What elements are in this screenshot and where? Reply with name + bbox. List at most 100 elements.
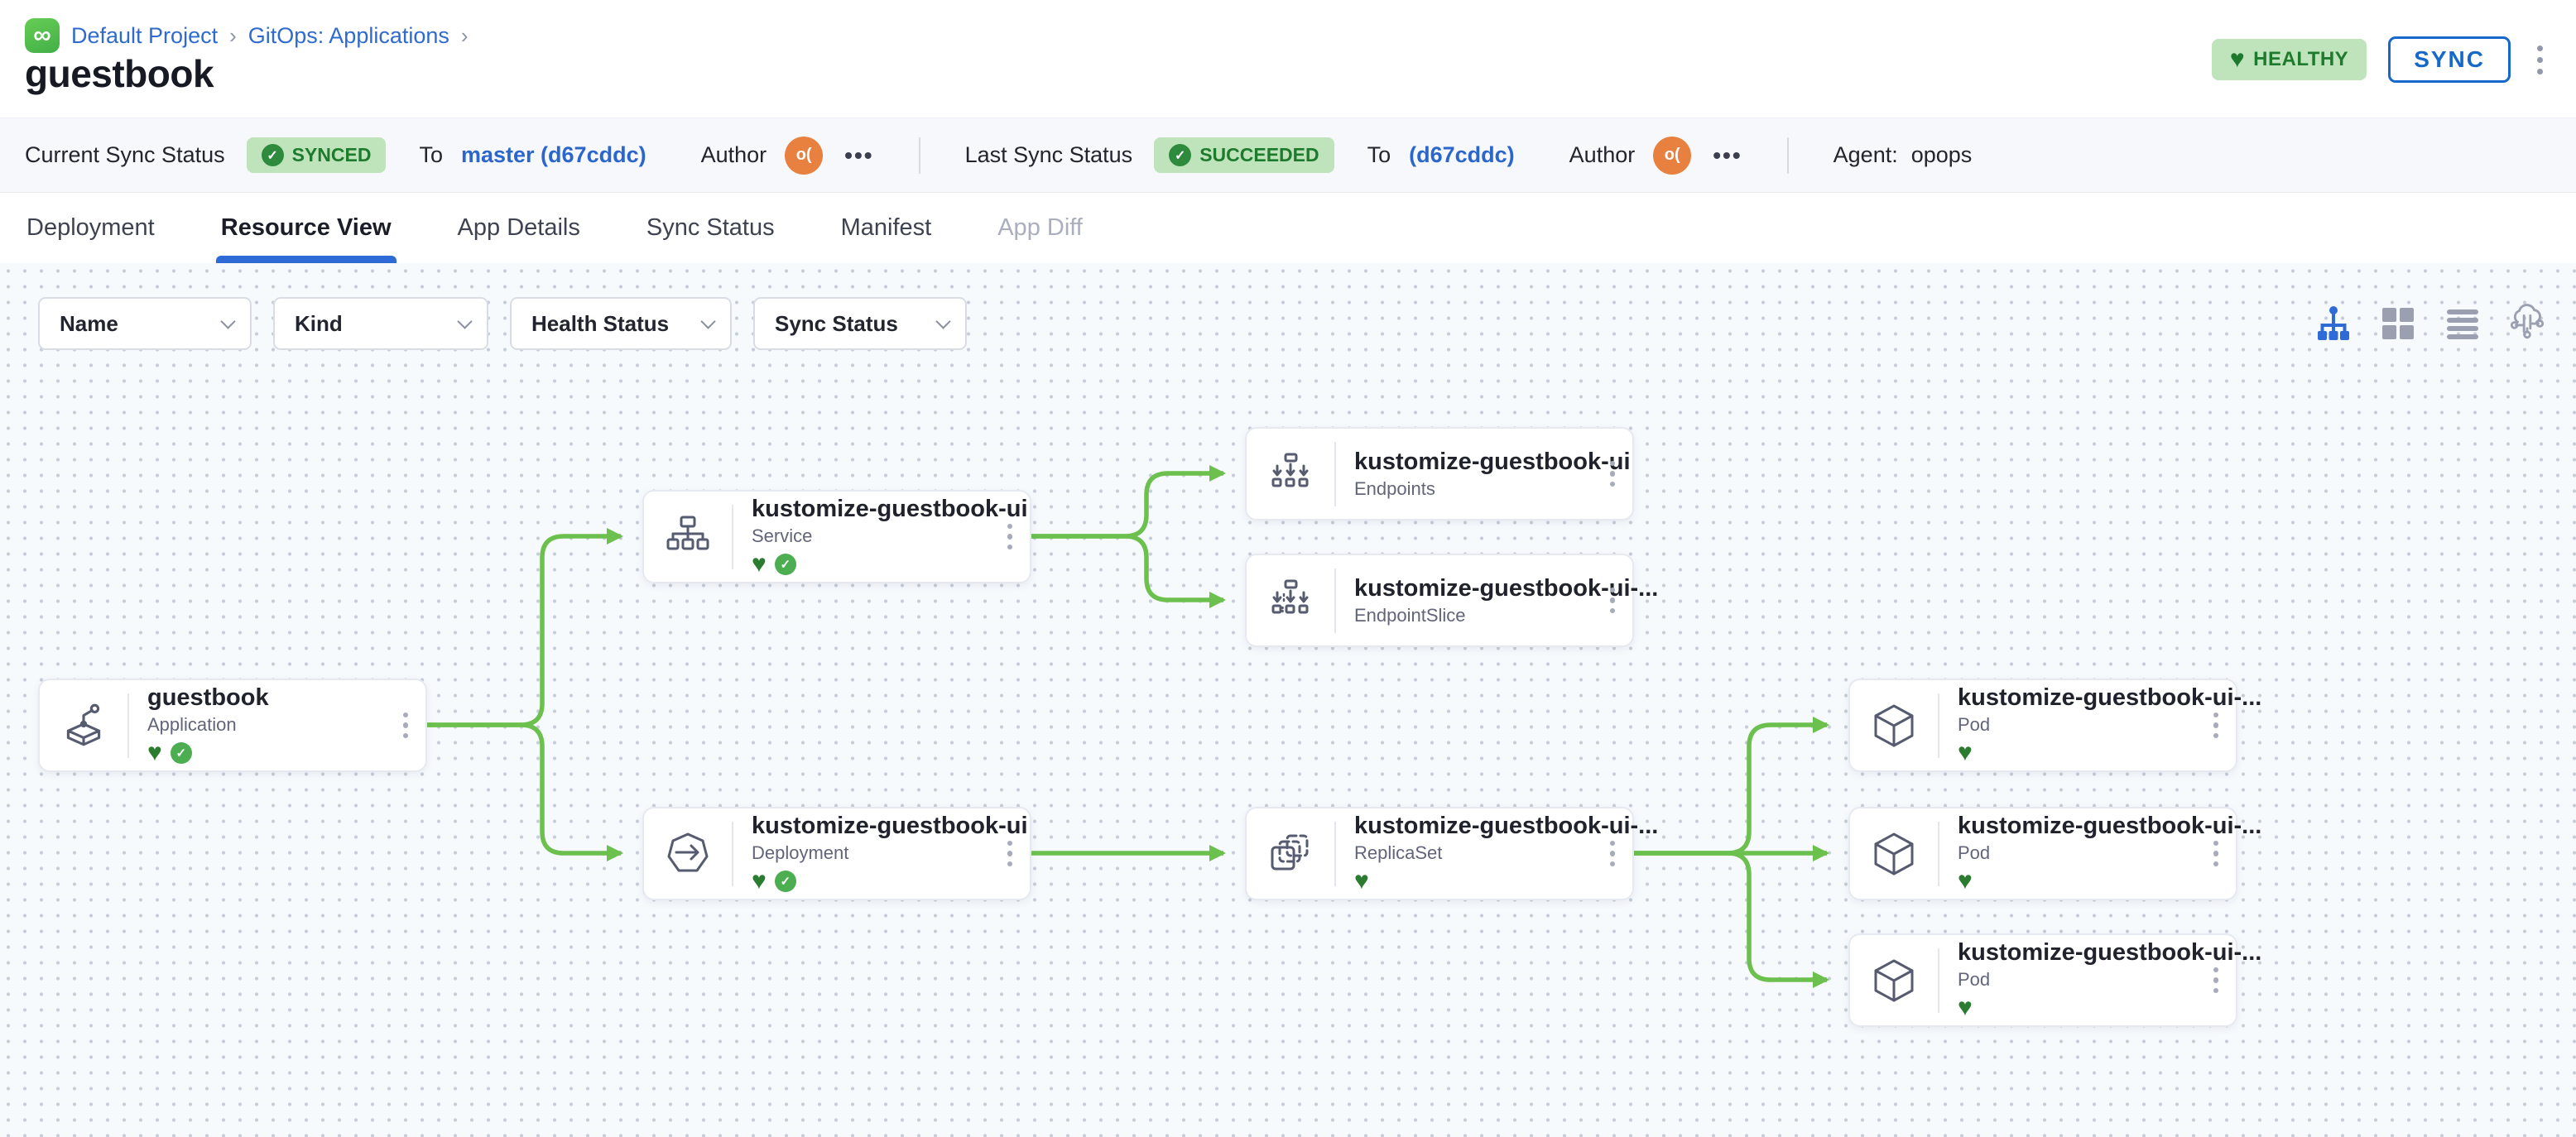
last-revision-link[interactable]: (d67cddc) <box>1409 142 1515 167</box>
pod-icon <box>1850 829 1938 879</box>
tab-bar: Deployment Resource View App Details Syn… <box>0 193 2576 263</box>
endpoints-icon <box>1247 449 1334 499</box>
divider <box>1334 441 1336 506</box>
chevron-down-icon <box>700 313 716 329</box>
filter-kind-dropdown[interactable]: Kind <box>273 297 488 350</box>
node-endpoints[interactable]: kustomize-guestbook-ui Endpoints <box>1245 427 1634 521</box>
author-avatar[interactable]: o( <box>785 136 824 175</box>
healthy-heart-icon: ♥ <box>752 550 767 578</box>
node-application-guestbook[interactable]: guestbook Application ♥ ✓ <box>38 679 427 772</box>
node-kebab-menu-icon[interactable] <box>387 712 424 739</box>
node-kind: EndpointSlice <box>1354 604 1466 626</box>
header-kebab-menu-icon[interactable] <box>2532 41 2548 79</box>
check-circle-icon: ✓ <box>1169 144 1192 166</box>
tab-app-details[interactable]: App Details <box>457 214 580 241</box>
node-kebab-menu-icon[interactable] <box>2198 967 2234 994</box>
healthy-heart-icon: ♥ <box>752 867 767 895</box>
health-badge-label: HEALTHY <box>2253 48 2349 70</box>
commit-message-expander[interactable]: ••• <box>844 142 874 168</box>
filter-sync-status-dropdown[interactable]: Sync Status <box>753 297 967 350</box>
breadcrumb-separator: › <box>229 22 237 48</box>
node-service[interactable]: kustomize-guestbook-ui Service ♥ ✓ <box>642 490 1031 583</box>
breadcrumb: ∞ Default Project › GitOps: Applications… <box>25 18 469 53</box>
divider <box>1786 137 1789 174</box>
to-label: To <box>419 142 443 167</box>
breadcrumb-applications[interactable]: GitOps: Applications <box>248 22 449 48</box>
node-pod[interactable]: kustomize-guestbook-ui-... Pod ♥ <box>1848 807 2261 900</box>
health-status-badge: ♥ HEALTHY <box>2211 39 2367 80</box>
last-sync-status-label: Last Sync Status <box>964 142 1133 167</box>
healthy-heart-icon: ♥ <box>1354 867 1369 895</box>
check-circle-icon: ✓ <box>261 144 284 166</box>
breadcrumb-project[interactable]: Default Project <box>71 22 219 48</box>
author-label: Author <box>700 142 767 167</box>
breadcrumb-separator: › <box>460 22 469 48</box>
divider <box>918 137 920 174</box>
filter-health-status-dropdown[interactable]: Health Status <box>510 297 732 350</box>
divider <box>1938 948 1939 1013</box>
author-label: Author <box>1569 142 1636 167</box>
healthy-heart-icon: ♥ <box>1958 739 1973 766</box>
node-title: kustomize-guestbook-ui-... <box>1958 684 2262 711</box>
node-kind: Deployment <box>752 842 849 863</box>
resource-filters: Name Kind Health Status Sync Status <box>38 297 967 350</box>
chevron-down-icon <box>457 313 473 329</box>
filter-name-dropdown[interactable]: Name <box>38 297 252 350</box>
chevron-down-icon <box>935 313 951 329</box>
agent-label: Agent: <box>1833 142 1898 167</box>
tab-sync-status[interactable]: Sync Status <box>646 214 775 241</box>
network-view-icon[interactable] <box>2508 304 2546 343</box>
node-title: kustomize-guestbook-ui-... <box>1958 939 2262 966</box>
node-kind: Application <box>147 714 237 735</box>
node-kebab-menu-icon[interactable] <box>992 840 1028 867</box>
current-revision-link[interactable]: master (d67cddc) <box>461 142 646 167</box>
node-title: kustomize-guestbook-ui <box>1354 448 1631 475</box>
agent-name: opops <box>1910 142 1973 167</box>
tab-resource-view[interactable]: Resource View <box>215 193 396 263</box>
heart-icon: ♥ <box>2229 46 2246 73</box>
commit-message-expander[interactable]: ••• <box>1713 142 1742 168</box>
sync-status-bar: Current Sync Status ✓ SYNCED To master (… <box>0 118 2576 193</box>
node-kebab-menu-icon[interactable] <box>1594 840 1631 867</box>
service-icon <box>644 512 732 562</box>
node-kind: Pod <box>1958 969 1991 990</box>
node-kind: Service <box>752 525 813 546</box>
node-deployment[interactable]: kustomize-guestbook-ui Deployment ♥ ✓ <box>642 807 1031 900</box>
node-kebab-menu-icon[interactable] <box>992 523 1028 550</box>
pod-icon <box>1850 956 1938 1005</box>
node-title: kustomize-guestbook-ui-... <box>1354 574 1659 602</box>
node-pod[interactable]: kustomize-guestbook-ui-... Pod ♥ <box>1848 933 2262 1027</box>
divider <box>732 821 733 886</box>
sync-button[interactable]: SYNC <box>2388 36 2511 83</box>
healthy-heart-icon: ♥ <box>147 739 162 766</box>
synced-check-icon: ✓ <box>774 554 796 575</box>
tree-view-icon[interactable] <box>2314 305 2353 343</box>
gitops-logo-icon: ∞ <box>25 18 60 53</box>
divider <box>1938 821 1939 886</box>
tree-edges <box>427 465 1829 988</box>
node-kebab-menu-icon[interactable] <box>2198 840 2234 867</box>
view-toggle-group <box>2314 304 2546 343</box>
synced-badge: ✓ SYNCED <box>246 137 387 173</box>
tab-app-diff: App Diff <box>997 214 1083 241</box>
tab-deployment[interactable]: Deployment <box>26 214 155 241</box>
endpointslice-icon <box>1247 576 1334 626</box>
node-title: kustomize-guestbook-ui-... <box>1354 813 1659 839</box>
application-icon <box>40 700 127 751</box>
node-pod[interactable]: kustomize-guestbook-ui-... Pod ♥ <box>1848 679 2262 772</box>
divider <box>1334 821 1336 886</box>
list-view-icon[interactable] <box>2444 305 2482 343</box>
grid-view-icon[interactable] <box>2379 305 2417 343</box>
node-kebab-menu-icon[interactable] <box>2198 712 2234 739</box>
node-kebab-menu-icon[interactable] <box>1594 460 1631 487</box>
chevron-down-icon <box>220 313 236 329</box>
divider <box>127 693 129 758</box>
divider <box>1334 568 1336 633</box>
node-replicaset[interactable]: kustomize-guestbook-ui-... ReplicaSet ♥ <box>1245 807 1659 900</box>
node-endpointslice[interactable]: kustomize-guestbook-ui-... EndpointSlice <box>1245 554 1659 647</box>
divider <box>732 504 733 569</box>
tab-manifest[interactable]: Manifest <box>840 214 932 241</box>
resource-tree-canvas[interactable]: Name Kind Health Status Sync Status <box>0 263 2576 1137</box>
author-avatar[interactable]: o( <box>1653 136 1692 175</box>
node-kebab-menu-icon[interactable] <box>1594 587 1631 614</box>
